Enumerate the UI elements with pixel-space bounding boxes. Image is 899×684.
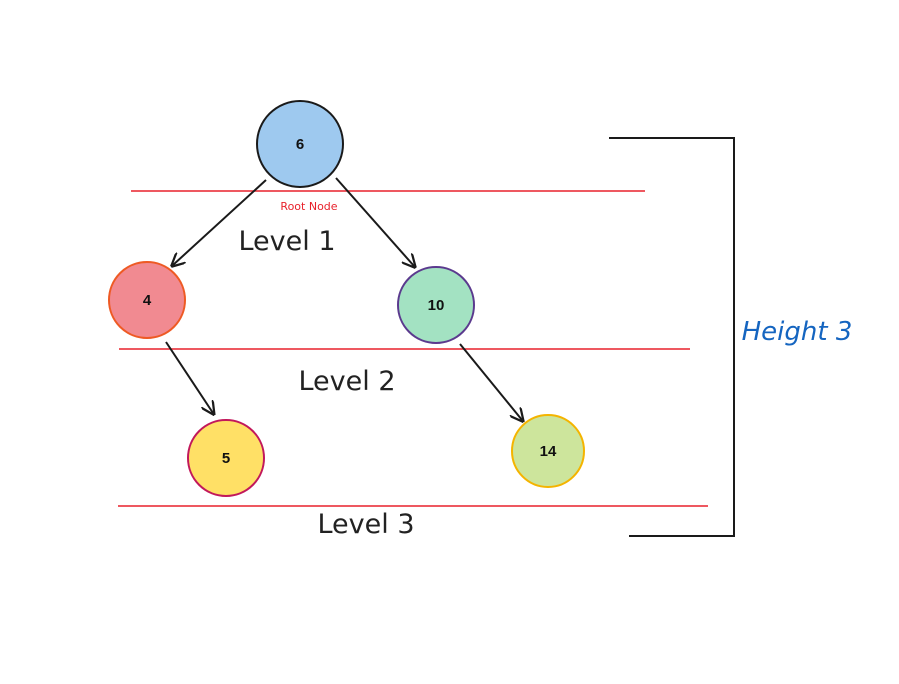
level-1-label: Level 1 (238, 226, 335, 257)
edge-6-to-10 (335, 177, 414, 266)
node-14-label: 14 (540, 443, 557, 460)
node-5-circle (187, 419, 265, 497)
tree-node-10: 10 (397, 266, 475, 344)
tree-node-14: 14 (511, 414, 585, 488)
edge-10-to-14 (459, 343, 522, 420)
node-14-circle (511, 414, 585, 488)
height-bracket (609, 137, 735, 537)
node-10-circle (397, 266, 475, 344)
node-6-label: 6 (296, 136, 304, 153)
node-4-circle (108, 261, 186, 339)
tree-node-6: 6 (256, 100, 344, 188)
height-label: Height 3 (742, 317, 853, 347)
level-3-label: Level 3 (317, 509, 414, 540)
node-4-label: 4 (143, 292, 152, 309)
level-2-label: Level 2 (298, 366, 395, 397)
tree-node-4: 4 (108, 261, 186, 339)
node-5-label: 5 (222, 450, 230, 467)
edge-4-to-5 (165, 341, 213, 413)
edge-6-to-4 (173, 179, 267, 265)
node-6-circle (256, 100, 344, 188)
root-node-label: Root Node (280, 200, 337, 213)
tree-node-5: 5 (187, 419, 265, 497)
node-10-label: 10 (428, 297, 445, 314)
